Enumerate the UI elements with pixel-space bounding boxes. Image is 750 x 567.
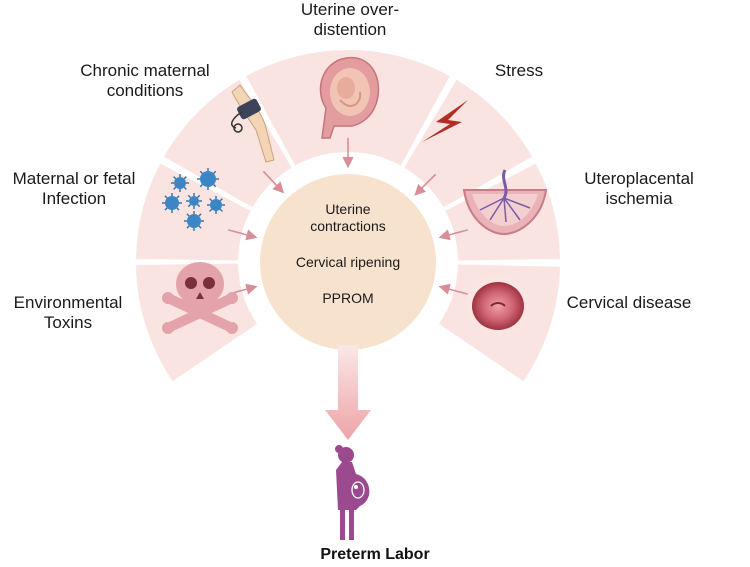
label-cervical-disease: Cervical disease — [566, 293, 692, 312]
segment-chronic-maternal-conditions — [164, 79, 292, 208]
placenta-icon — [462, 169, 548, 236]
center-cervical-ripening: Cervical ripening — [295, 254, 401, 270]
label-maternal-fetal-infection: Maternal or fetal Infection — [12, 169, 136, 208]
blood-pressure-cuff-icon — [231, 84, 275, 163]
center-uterine-contractions: Uterine contractions — [310, 201, 386, 234]
label-uterine-overdistention: Uterine over- distention — [300, 0, 400, 39]
arrow-infection — [228, 229, 258, 241]
pregnant-woman-icon — [335, 445, 370, 540]
mechanism-circle — [260, 174, 436, 350]
label-uteroplacental-ischemia: Uteroplacental ischemia — [584, 169, 694, 208]
segment-stress — [404, 79, 532, 208]
label-environmental-toxins: Environmental Toxins — [13, 293, 123, 332]
cervix-icon — [466, 274, 530, 338]
big-down-arrow — [325, 345, 371, 440]
virus-icon — [162, 168, 225, 231]
preterm-labor-label: Preterm Labor — [320, 546, 430, 563]
skull-crossbones-icon — [162, 262, 238, 334]
label-chronic-maternal-conditions: Chronic maternal conditions — [80, 61, 210, 100]
arrow-ischemia — [438, 229, 468, 241]
pregnant-uterus-icon — [319, 56, 380, 139]
arrow-chronic — [262, 170, 285, 194]
label-stress: Stress — [494, 61, 544, 80]
arrow-stress — [414, 173, 437, 196]
lightning-bolt-icon — [422, 100, 468, 142]
arrow-cervical — [438, 283, 468, 295]
center-pprom: PPROM — [322, 290, 374, 306]
